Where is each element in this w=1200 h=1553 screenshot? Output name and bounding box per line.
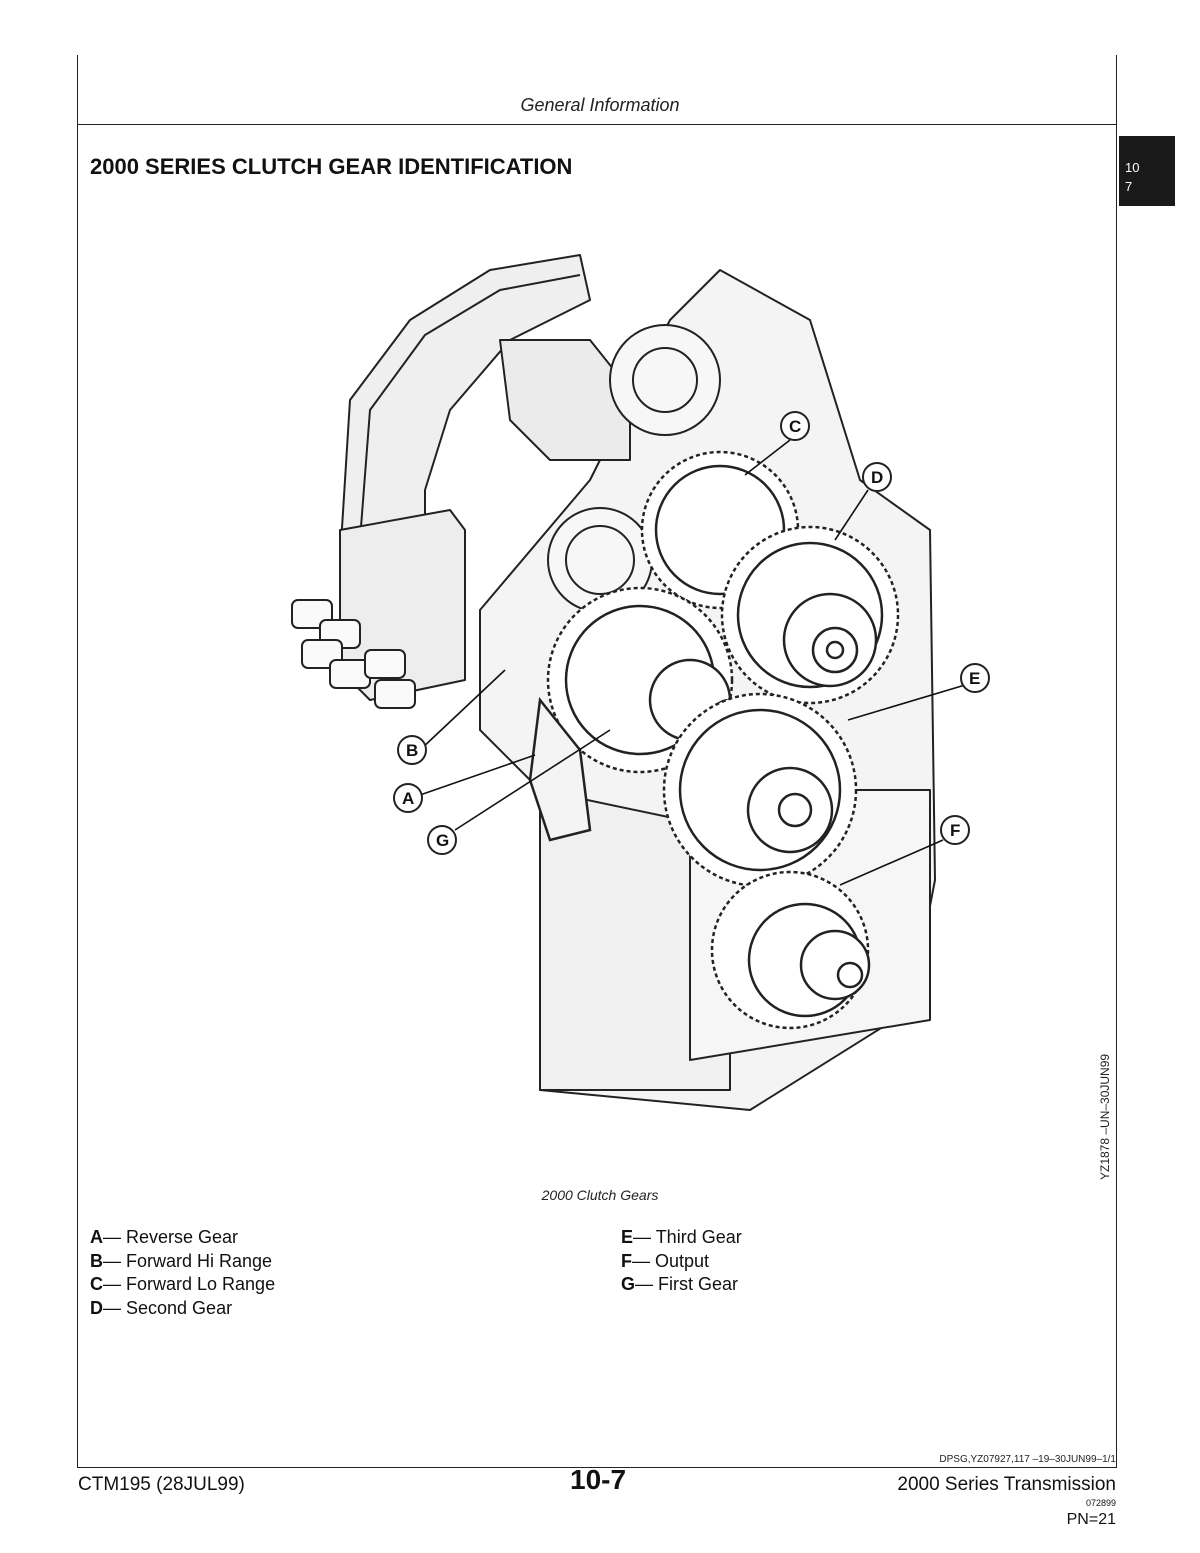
callout-b-marker: B <box>397 735 427 765</box>
footer-rule <box>77 1467 1117 1468</box>
legend-key: B <box>90 1250 103 1271</box>
thumb-tab-line-2: 7 <box>1125 179 1133 194</box>
running-head: General Information <box>520 95 680 115</box>
callout-e-marker: E <box>960 663 990 693</box>
legend-item: G— First Gear <box>621 1273 742 1297</box>
callout-c-marker: C <box>780 411 810 441</box>
legend-text: — Second Gear <box>103 1297 233 1318</box>
callout-d-label: D <box>871 468 883 487</box>
figure-caption: 2000 Clutch Gears <box>541 1187 659 1203</box>
legend-text: — Output <box>632 1250 710 1271</box>
legend-text: — First Gear <box>635 1274 739 1294</box>
callout-g-label: G <box>436 831 449 850</box>
section-title: 2000 SERIES CLUTCH GEAR IDENTIFICATION <box>90 154 573 179</box>
legend-item: A— Reverse Gear <box>90 1226 275 1250</box>
legend-right-column: E— Third Gear F— Output G— First Gear <box>621 1226 742 1297</box>
legend-text: — Reverse Gear <box>103 1227 239 1247</box>
thumb-tab: 10 7 <box>1119 136 1175 206</box>
document-code: DPSG,YZ07927,117 –19–30JUN99–1/1 <box>939 1454 1116 1465</box>
legend-key: F <box>621 1250 632 1271</box>
legend-text: — Forward Hi Range <box>103 1250 273 1271</box>
left-margin-line <box>77 55 78 1467</box>
transmission-illustration: C D E B A G F <box>291 254 990 1111</box>
figure-image-code: YZ1878 –UN–30JUN99 <box>1098 1053 1112 1180</box>
legend-key: C <box>90 1274 103 1294</box>
legend-item: E— Third Gear <box>621 1226 742 1250</box>
legend-item: F— Output <box>621 1250 742 1274</box>
callout-f-label: F <box>950 821 960 840</box>
right-margin-line <box>1116 55 1117 1467</box>
footer-manual-id: CTM195 (28JUL99) <box>78 1474 245 1495</box>
legend-key: E <box>621 1227 634 1247</box>
header-rule <box>77 124 1117 125</box>
callout-a-label: A <box>402 789 414 808</box>
legend-key: G <box>621 1274 636 1294</box>
footer-page-number: 10-7 <box>570 1464 627 1495</box>
footer-date-number: 072899 <box>1085 1498 1116 1508</box>
legend-text: — Third Gear <box>633 1227 742 1247</box>
legend-key: D <box>90 1297 103 1318</box>
thumb-tab-line-1: 10 <box>1125 160 1140 175</box>
callout-g-marker: G <box>427 825 457 855</box>
legend-key: A <box>90 1227 103 1247</box>
legend-text: — Forward Lo Range <box>103 1274 276 1294</box>
callout-a-marker: A <box>393 783 423 813</box>
legend-left-column: A— Reverse Gear B— Forward Hi Range C— F… <box>90 1226 275 1320</box>
legend-item: D— Second Gear <box>90 1297 275 1321</box>
legend-item: B— Forward Hi Range <box>90 1250 275 1274</box>
footer-pn: PN=21 <box>1066 1511 1116 1528</box>
legend-item: C— Forward Lo Range <box>90 1273 275 1297</box>
callout-d-marker: D <box>862 462 892 492</box>
callout-e-label: E <box>969 669 980 688</box>
footer-title: 2000 Series Transmission <box>897 1474 1116 1495</box>
callout-b-label: B <box>406 741 418 760</box>
callout-c-label: C <box>789 417 801 436</box>
callout-f-marker: F <box>940 815 970 845</box>
